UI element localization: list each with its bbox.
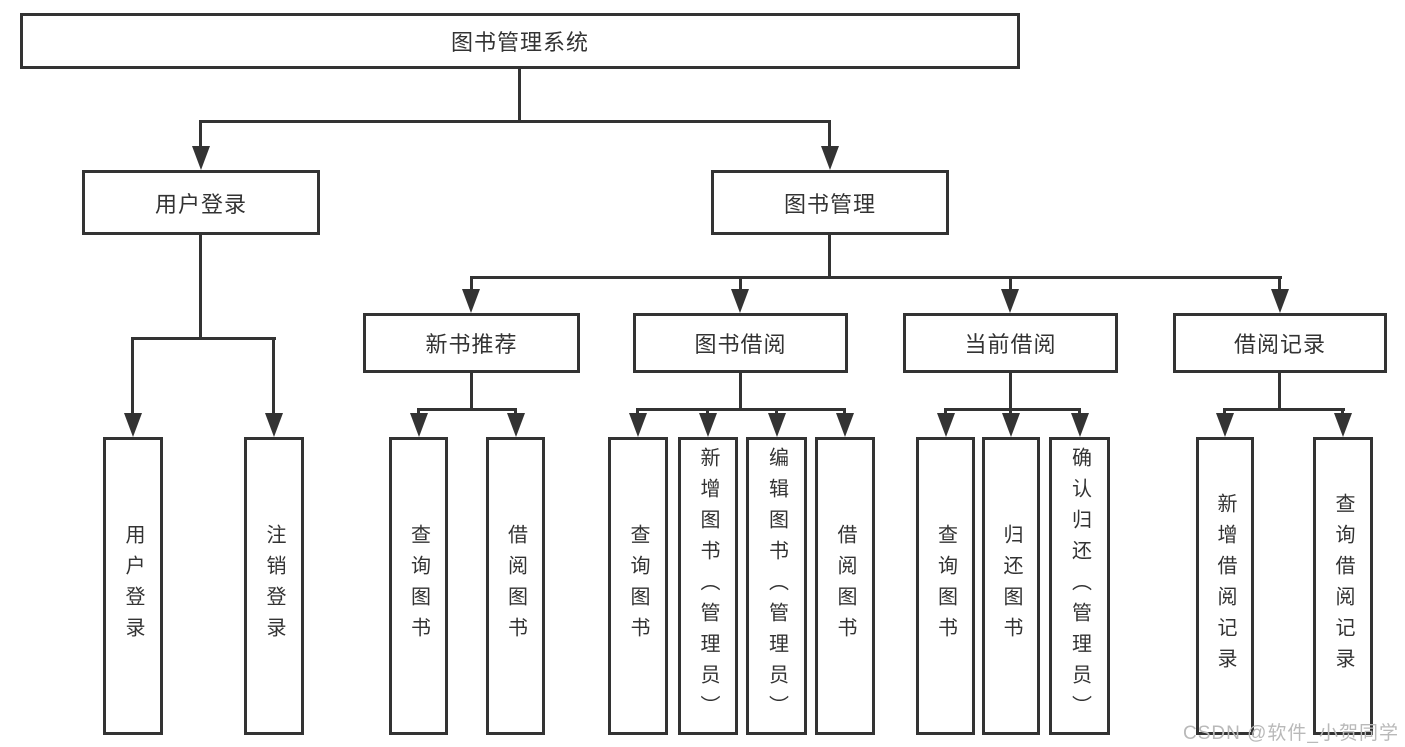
connector-line (131, 337, 276, 340)
leaf-query-borrow-record: 查询借阅记录 (1313, 437, 1373, 735)
connector-line (131, 337, 134, 417)
node-root-library-system: 图书管理系统 (20, 13, 1020, 69)
arrow-down-icon (1001, 289, 1019, 313)
leaf-borrow-books-borrowing: 借阅图书 (815, 437, 875, 735)
arrow-down-icon (937, 413, 955, 437)
arrow-down-icon (1071, 413, 1089, 437)
arrow-down-icon (462, 289, 480, 313)
connector-line (470, 276, 1282, 279)
connector-line (828, 235, 831, 279)
arrow-down-icon (192, 146, 210, 170)
leaf-query-books-recommend: 查询图书 (389, 437, 448, 735)
node-label: 查询借阅记录 (1332, 493, 1354, 679)
node-label: 新增图书（管理员） (697, 446, 719, 726)
node-label: 用户登录 (122, 524, 144, 648)
arrow-down-icon (1334, 413, 1352, 437)
arrow-down-icon (699, 413, 717, 437)
connector-line (470, 373, 473, 411)
leaf-user-login: 用户登录 (103, 437, 163, 735)
node-label: 查询图书 (934, 524, 957, 648)
node-label: 确认归还（管理员） (1068, 446, 1091, 726)
connector-line (1278, 276, 1281, 294)
arrow-down-icon (410, 413, 428, 437)
node-label: 用户登录 (154, 191, 247, 217)
node-label: 借阅图书 (504, 524, 527, 648)
leaf-logout: 注销登录 (244, 437, 304, 735)
connector-line (518, 69, 521, 123)
connector-line (199, 235, 202, 340)
node-label: 编辑图书（管理员） (765, 446, 788, 726)
node-label: 借阅记录 (1233, 332, 1326, 357)
connector-line (1278, 373, 1281, 411)
arrow-down-icon (1271, 289, 1289, 313)
leaf-query-books-borrowing: 查询图书 (608, 437, 668, 735)
node-book-borrowing: 图书借阅 (633, 313, 848, 373)
connector-line (944, 408, 1081, 411)
node-borrowing-records: 借阅记录 (1173, 313, 1387, 373)
node-user-login: 用户登录 (82, 170, 320, 235)
leaf-query-books-current: 查询图书 (916, 437, 975, 735)
connector-line (1009, 276, 1012, 294)
node-label: 图书借阅 (694, 332, 787, 357)
arrow-down-icon (507, 413, 525, 437)
node-label: 归还图书 (1000, 524, 1022, 648)
node-label: 新书推荐 (425, 332, 518, 357)
node-label: 注销登录 (263, 524, 285, 648)
node-current-borrowing: 当前借阅 (903, 313, 1118, 373)
arrow-down-icon (124, 413, 142, 437)
arrow-down-icon (629, 413, 647, 437)
arrow-down-icon (836, 413, 854, 437)
arrow-down-icon (821, 146, 839, 170)
connector-line (272, 337, 275, 417)
arrow-down-icon (1216, 413, 1234, 437)
arrow-down-icon (731, 289, 749, 313)
node-label: 新增借阅记录 (1214, 493, 1236, 679)
connector-line (1009, 373, 1012, 411)
connector-line (828, 120, 831, 152)
connector-line (417, 408, 517, 411)
node-label: 查询图书 (407, 524, 430, 648)
node-label: 图书管理 (783, 191, 876, 217)
node-label: 查询图书 (627, 524, 649, 648)
leaf-borrow-books-recommend: 借阅图书 (486, 437, 545, 735)
connector-line (199, 120, 202, 152)
connector-line (199, 120, 831, 123)
leaf-add-borrow-record: 新增借阅记录 (1196, 437, 1254, 735)
leaf-edit-book-admin: 编辑图书（管理员） (746, 437, 807, 735)
connector-line (470, 276, 473, 294)
leaf-confirm-return-admin: 确认归还（管理员） (1049, 437, 1110, 735)
node-book-management: 图书管理 (711, 170, 949, 235)
leaf-add-book-admin: 新增图书（管理员） (678, 437, 738, 735)
arrow-down-icon (265, 413, 283, 437)
connector-line (739, 373, 742, 411)
node-label: 借阅图书 (834, 524, 856, 648)
leaf-return-book: 归还图书 (982, 437, 1040, 735)
node-label: 当前借阅 (964, 332, 1057, 357)
connector-line (739, 276, 742, 294)
arrow-down-icon (768, 413, 786, 437)
arrow-down-icon (1002, 413, 1020, 437)
connector-line (1223, 408, 1345, 411)
csdn-watermark: CSDN @软件_小贺同学 (1183, 723, 1399, 744)
node-label: 图书管理系统 (450, 30, 589, 55)
node-new-book-recommend: 新书推荐 (363, 313, 580, 373)
connector-line (636, 408, 846, 411)
